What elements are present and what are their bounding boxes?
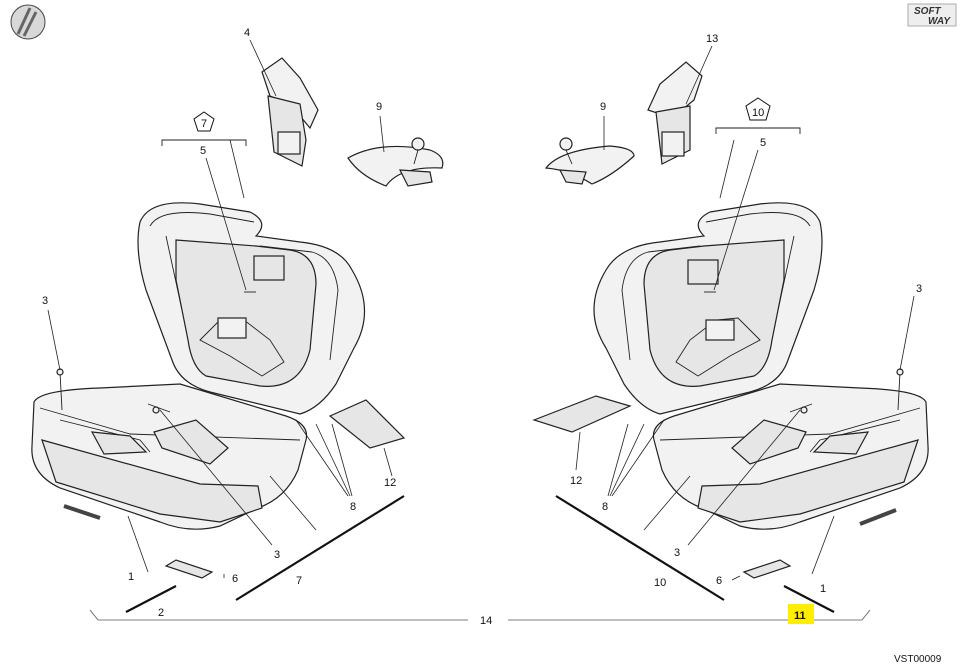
left-case-lid: [137, 202, 366, 415]
right-strip-part-12: [532, 395, 632, 433]
callout-9-right: 9: [600, 101, 606, 113]
brand-logo: SOFT WAY: [907, 3, 957, 27]
overall-baseline-14: [89, 609, 871, 621]
brand-line1: SOFT: [914, 6, 942, 17]
right-case-base: [652, 383, 929, 530]
callout-4: 4: [244, 27, 250, 39]
callout-6-left: 6: [232, 573, 238, 585]
callout-12-left: 12: [384, 477, 396, 489]
callout-10-pentagon: 10: [752, 107, 764, 119]
left-plate-part-9: [347, 115, 444, 187]
left-emblem-part-1: [63, 504, 101, 520]
callout-1-right: 1: [820, 583, 826, 595]
callout-3-left-top: 3: [42, 295, 48, 307]
callout-labels: 4 9 7 5 3 8 12 3 7 1 2 6 13 9 10 5 3 12 …: [42, 27, 922, 627]
right-latch-part-13: [647, 45, 713, 165]
callout-10-bracket: 10: [654, 577, 666, 589]
callout-5-left: 5: [200, 145, 206, 157]
callout-2: 2: [158, 607, 164, 619]
callout-14: 14: [480, 615, 492, 627]
brand-line2: WAY: [928, 16, 951, 27]
callout-12-right: 12: [570, 475, 582, 487]
right-leader-lines: [575, 149, 915, 581]
callout-7-bracket: 7: [296, 575, 302, 587]
document-id: VST00009: [894, 654, 942, 665]
callout-8-left: 8: [350, 501, 356, 513]
callout-13: 13: [706, 33, 718, 45]
left-reflector-part-6: [164, 559, 214, 579]
left-screws-part-3: [56, 291, 256, 414]
right-assembly-brackets: [555, 495, 835, 613]
callout-5-right: 5: [760, 137, 766, 149]
callout-3-right-bottom: 3: [674, 547, 680, 559]
callout-8-right: 8: [602, 501, 608, 513]
left-assembly-brackets: [125, 495, 405, 613]
callout-9-left: 9: [376, 101, 382, 113]
left-leader-lines: [47, 157, 393, 578]
right-case-lid: [593, 202, 823, 415]
callout-11: 11: [794, 610, 806, 622]
left-strip-part-12: [328, 399, 406, 449]
callout-1-left: 1: [128, 571, 134, 583]
callout-3-right-top: 3: [916, 283, 922, 295]
right-plate-part-9: [544, 116, 635, 185]
right-emblem-part-1: [859, 508, 897, 526]
left-latch-part-4: [249, 39, 319, 167]
callout-7-pentagon: 7: [201, 118, 207, 130]
right-reflector-part-6: [742, 559, 792, 579]
left-group-bracket-7: [161, 111, 247, 199]
corner-mark-icon: [10, 4, 46, 40]
callout-3-left-bottom: 3: [274, 549, 280, 561]
right-group-bracket-10: [715, 97, 801, 199]
callout-6-right: 6: [716, 575, 722, 587]
highlight-part-11: [788, 604, 814, 624]
left-case-base: [31, 383, 308, 530]
right-screws-part-3: [704, 291, 904, 414]
